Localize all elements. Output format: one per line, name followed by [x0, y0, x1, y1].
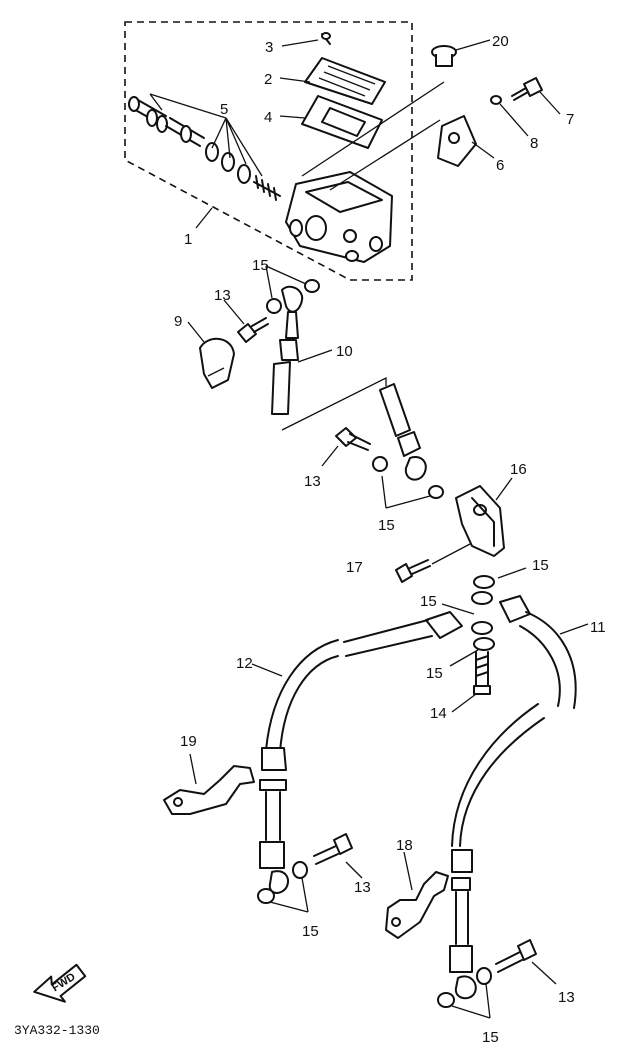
callout-19: 19	[180, 733, 197, 750]
bolt-part-7	[511, 77, 543, 101]
piston-kit-part-5	[128, 96, 281, 201]
callout-13a: 13	[214, 287, 231, 304]
callout-1: 1	[184, 231, 192, 248]
reservoir-cap-part-2	[304, 57, 386, 105]
holder-part-6	[437, 115, 477, 167]
master-cylinder-body-part-1	[285, 171, 393, 263]
washer-part-8	[490, 95, 502, 105]
cap-part-9	[199, 338, 235, 389]
callout-13d: 13	[558, 989, 575, 1006]
master-cylinder-assembly-outline	[124, 21, 413, 281]
callout-15c: 15	[532, 557, 549, 574]
callout-13c: 13	[354, 879, 371, 896]
callout-16: 16	[510, 461, 527, 478]
union-bolt-13-lower-left	[313, 833, 353, 865]
brake-hose-part-11	[449, 595, 577, 1000]
union-bolt-13-mid	[335, 427, 371, 451]
screw-part-3	[321, 32, 331, 45]
clamp-part-18	[385, 871, 449, 939]
callout-17: 17	[346, 559, 363, 576]
brake-hose-part-12	[259, 611, 463, 894]
callout-15a: 15	[252, 257, 269, 274]
brake-hose-part-10-lower	[379, 383, 427, 481]
bolt-part-17	[395, 559, 431, 583]
callout-15g: 15	[482, 1029, 499, 1046]
callout-12: 12	[236, 655, 253, 672]
diaphragm-part-4	[301, 95, 383, 149]
callout-15f: 15	[302, 923, 319, 940]
callout-7: 7	[566, 111, 574, 128]
gasket-15-mid	[372, 456, 444, 499]
reservoir-plug-part-20	[431, 45, 457, 67]
callout-18: 18	[396, 837, 413, 854]
callout-10: 10	[336, 343, 353, 360]
callout-4: 4	[264, 109, 272, 126]
callout-9: 9	[174, 313, 182, 330]
callout-13b: 13	[304, 473, 321, 490]
callout-14: 14	[430, 705, 447, 722]
callout-15b: 15	[378, 517, 395, 534]
callout-2: 2	[264, 71, 272, 88]
forward-direction-arrow: FWD	[33, 963, 87, 1003]
brake-hose-part-10	[271, 339, 299, 415]
callout-11: 11	[590, 619, 606, 636]
callout-15e: 15	[426, 665, 443, 682]
union-bolt-13-upper	[237, 317, 269, 343]
gasket-15-lower-right	[437, 967, 492, 1008]
banjo-fitting-upper	[266, 279, 320, 339]
callout-15d: 15	[420, 593, 437, 610]
three-way-joint-part-16	[455, 485, 505, 557]
gasket-15-joint-stack	[471, 575, 495, 651]
callout-20: 20	[492, 33, 509, 50]
callout-3: 3	[265, 39, 273, 56]
clamp-part-19	[163, 765, 255, 815]
callout-8: 8	[530, 135, 538, 152]
callout-6: 6	[496, 157, 504, 174]
callout-5: 5	[220, 101, 228, 118]
union-bolt-13-lower-right	[495, 939, 537, 973]
union-bolt-part-14	[473, 651, 491, 695]
diagram-code: 3YA332-1330	[14, 1023, 100, 1038]
gasket-15-lower-left	[257, 861, 308, 904]
